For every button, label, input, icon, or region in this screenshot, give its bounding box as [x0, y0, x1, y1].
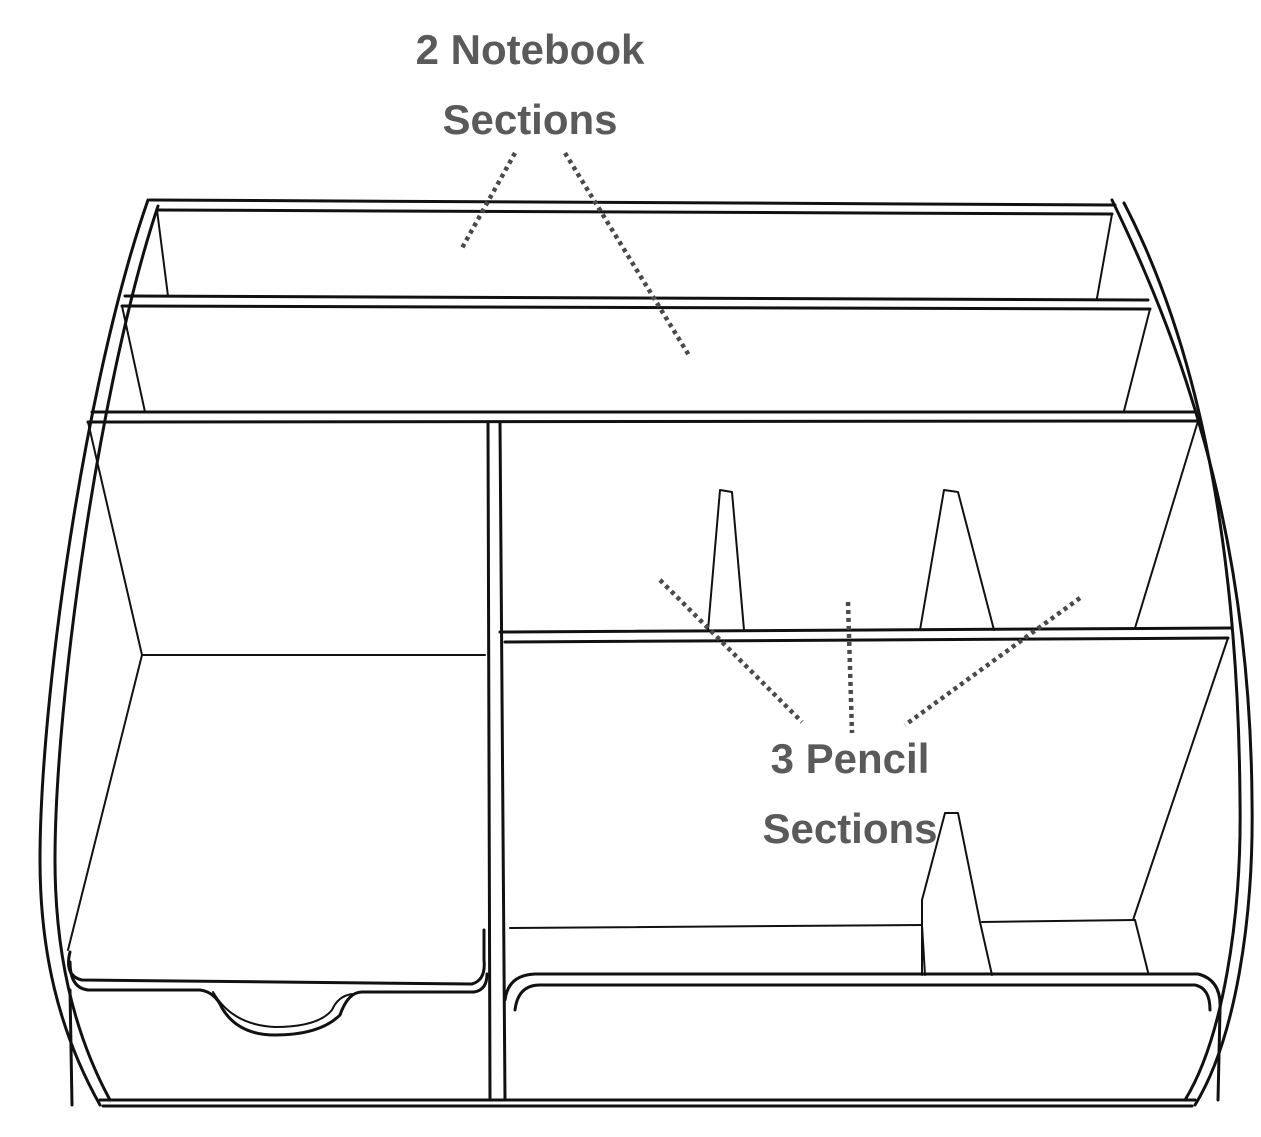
notebook-label-line2: Sections [442, 96, 618, 143]
front-low-compartment [509, 919, 1149, 976]
pencil-leader-3 [903, 596, 1082, 727]
pencil-fin-2 [919, 489, 995, 631]
notebook-sections-label: 2 Notebook Sections [380, 15, 680, 155]
notebook-label-line1: 2 Notebook [415, 26, 645, 73]
pencil-fin-1 [707, 489, 745, 631]
notebook-leader-lines [460, 151, 692, 359]
pencil-leader-lines [658, 578, 1082, 734]
right-drawer [503, 972, 1222, 1102]
pencil-sections-label: 3 Pencil Sections [700, 724, 1000, 864]
notebook-leader-1 [460, 151, 517, 250]
right-side-panel [1110, 198, 1254, 1107]
pencil-label-line1: 3 Pencil [770, 735, 930, 782]
left-side-panel [38, 198, 160, 1107]
left-drawer [67, 928, 489, 1107]
left-compartment [67, 421, 486, 951]
right-compartment [1134, 420, 1199, 629]
center-divider [486, 420, 507, 1102]
pencil-leader-2 [845, 601, 855, 734]
notebook-divider [120, 294, 1152, 413]
pencil-leader-1 [658, 578, 804, 724]
pencil-fin-front [921, 812, 993, 976]
pencil-label-line2: Sections [762, 805, 938, 852]
base [98, 1098, 1197, 1108]
notebook-leader-2 [563, 151, 692, 359]
back-top-rim [148, 198, 1117, 216]
notebook-back-section [156, 209, 1113, 299]
pencil-shelf [498, 626, 1234, 921]
front-notebook-divider [86, 410, 1200, 424]
